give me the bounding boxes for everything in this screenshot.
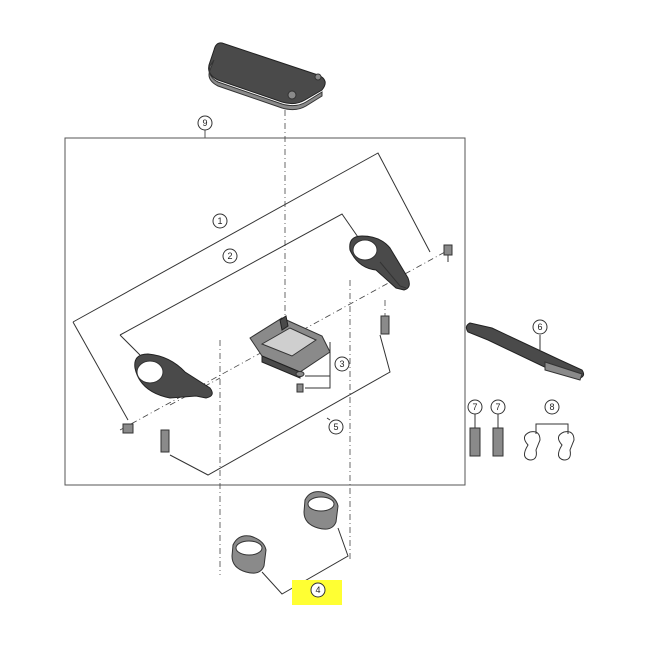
callout-2: 2 [222, 248, 238, 264]
callout-3-bracket [305, 342, 331, 389]
callout-6: 6 [532, 319, 548, 335]
shim-part-upper [303, 491, 339, 530]
svg-text:9: 9 [202, 118, 207, 128]
callout-5-bracket [169, 334, 391, 476]
display-cover-part [208, 42, 326, 111]
left-clamp-part [134, 353, 213, 399]
shim-part-lower [231, 535, 267, 574]
bolt-part-b [492, 414, 504, 457]
svg-text:7: 7 [495, 402, 500, 412]
screw-right-top [443, 244, 453, 262]
callout-1: 1 [212, 213, 228, 229]
screw-left-bolt [160, 429, 170, 453]
svg-text:8: 8 [549, 402, 554, 412]
assembly-frame [64, 130, 466, 486]
bolt-part-a [469, 414, 481, 457]
callout-5-leader [326, 417, 331, 421]
callout-5: 5 [328, 419, 344, 435]
clip-part-a [524, 431, 541, 461]
svg-text:6: 6 [537, 322, 542, 332]
screw-left-bottom [122, 423, 134, 434]
callout-9: 9 [197, 115, 213, 131]
callout-7b: 7 [490, 399, 506, 415]
callout-3: 3 [334, 356, 350, 372]
callout-7a: 7 [467, 399, 483, 415]
callout-2-bracket-lower [119, 334, 141, 356]
callout-1-bracket-lower [72, 321, 129, 421]
svg-text:7: 7 [472, 402, 477, 412]
callout-1-bracket [72, 152, 431, 323]
svg-text:2: 2 [227, 251, 232, 261]
svg-text:3: 3 [339, 359, 344, 369]
callout-4: 4 [310, 582, 326, 598]
screw-right-bolt [380, 315, 390, 335]
clip-part-b [558, 431, 575, 461]
callout-8: 8 [544, 399, 560, 415]
callout-8-bracket [535, 423, 569, 434]
svg-text:5: 5 [333, 422, 338, 432]
callout-2-bracket [119, 213, 361, 336]
tool-part [465, 322, 585, 381]
center-mount-part [249, 315, 331, 379]
svg-text:1: 1 [217, 216, 222, 226]
svg-text:4: 4 [315, 585, 320, 595]
screw-center-small [295, 371, 305, 393]
right-clamp-part [349, 235, 410, 291]
callout-4-bracket [261, 527, 349, 595]
